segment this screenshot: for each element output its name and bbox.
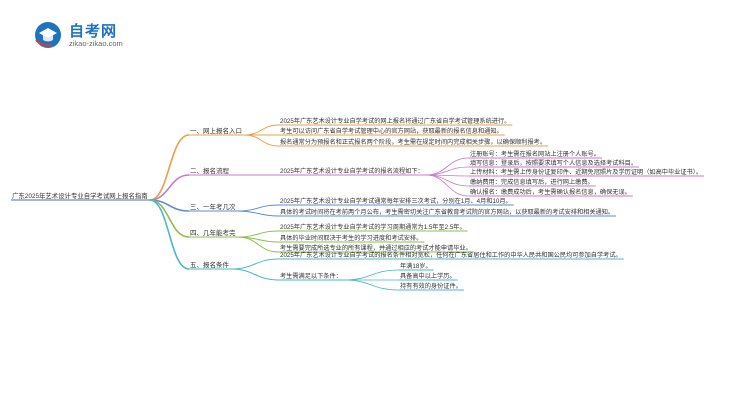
- root-node: 广东2025年艺术设计专业自学考试网上报名指南: [12, 191, 148, 200]
- edge-branch-3-child-2: [237, 210, 280, 217]
- logo-name: 自考网: [69, 23, 118, 40]
- edge-branch-3-child-1: [237, 204, 280, 212]
- site-logo[interactable]: 自考网 zikao-zikao.com: [33, 18, 153, 52]
- edge-branch-2-child-1-item-5: [425, 174, 470, 197]
- branch-1-child-2: 考生可以访问广东省自学考试管理中心的官方网站，获取最新的报名信息和通知。: [280, 127, 503, 135]
- edge-branch-1-child-3: [243, 134, 280, 147]
- edge-branch-2-child-1-item-4: [425, 174, 470, 187]
- edge-branch-4-child-1: [237, 230, 280, 238]
- branch-2: 二、报名流程: [190, 166, 230, 175]
- edge-branch-1: [149, 134, 190, 201]
- branch-3-child-2: 具体的考试时间将在考前两个月公布，考生需密切关注广东省教育考试院的官方网站，以获…: [280, 208, 614, 216]
- mindmap-edges: [149, 124, 470, 291]
- branch-3-child-1: 2025年广东艺术设计专业自学考试通常每年安排三次考试，分别在1月、4月和10月…: [280, 197, 512, 205]
- logo-domain: zikao-zikao.com: [69, 39, 123, 48]
- branch-3: 三、一年考几次: [190, 202, 236, 211]
- branch-2-child-1-item-3: 上传材料：考生需上传身份证复印件、近期免冠照片及学历证明（如高中毕业证书）。: [470, 168, 702, 176]
- branch-2-child-1: 2025年广东艺术设计专业自学考试的报名流程如下：: [280, 167, 424, 175]
- mindmap-nodes: 广东2025年艺术设计专业自学考试网上报名指南 一、网上报名入口 2025年广东艺术…: [11, 117, 705, 291]
- branch-2-child-1-item-1: 注册账号：考生需在报名网站上注册个人账号。: [470, 150, 600, 158]
- edge-branch-5: [149, 199, 190, 270]
- edge-branch-5-child-2-item-3: [343, 279, 400, 291]
- branch-5-child-2: 考生需满足以下条件：: [280, 272, 342, 280]
- branch-5-child-2-item-1: 年满18岁。: [400, 262, 432, 270]
- branch-4: 四、几年能考完: [190, 228, 236, 237]
- branch-5: 五、报名条件: [190, 260, 230, 269]
- edge-branch-2: [149, 174, 190, 201]
- branch-2-child-1-item-4: 缴纳费用：完成信息填写后，进行网上缴费。: [470, 178, 594, 186]
- branch-1-child-3: 报名通常分为预报名和正式报名两个阶段，考生需在规定时间内完成相关步骤，以确保顺利…: [280, 138, 546, 146]
- branch-1: 一、网上报名入口: [190, 126, 242, 135]
- edge-branch-4-child-3: [237, 236, 280, 253]
- edge-branch-2-child-1-item-1: [425, 157, 470, 176]
- branch-4-child-1: 2025年广东艺术设计专业自学考试的学习周期通常为1.5年至2.5年。: [280, 223, 466, 231]
- edge-branch-1-child-1: [243, 124, 280, 136]
- edge-branch-5-child-2-item-1: [343, 269, 400, 281]
- branch-4-child-2: 具体的毕业时间取决于考生的学习进度和考试安排。: [280, 234, 422, 242]
- branch-2-child-1-item-5: 确认报名：缴费成功后，考生需确认报名信息，确保无误。: [470, 188, 631, 196]
- edge-branch-5-child-1: [230, 258, 280, 270]
- branch-1-child-1: 2025年广东艺术设计专业自学考试的网上报名将通过广东省自学考试管理系统进行。: [280, 117, 510, 125]
- graduation-cap-logo-icon: [35, 22, 61, 48]
- branch-4-child-3: 考生需要完成所选专业的所有课程，并通过相应的考试才能申请毕业。: [280, 244, 472, 252]
- edge-branch-2-child-1-item-2: [425, 166, 470, 176]
- branch-5-child-1: 2025年广东艺术设计专业自学考试的报名条件相对宽松，任何在广东省居住和工作的中…: [280, 251, 622, 259]
- branch-2-child-1-item-2: 填写信息：登录后，按照要求填写个人信息及选择考试科目。: [470, 159, 637, 167]
- edge-branch-5-child-2: [230, 268, 280, 281]
- branch-5-child-2-item-2: 具备高中以上学历。: [400, 272, 456, 280]
- branch-5-child-2-item-3: 持有有效的身份证件。: [400, 282, 462, 290]
